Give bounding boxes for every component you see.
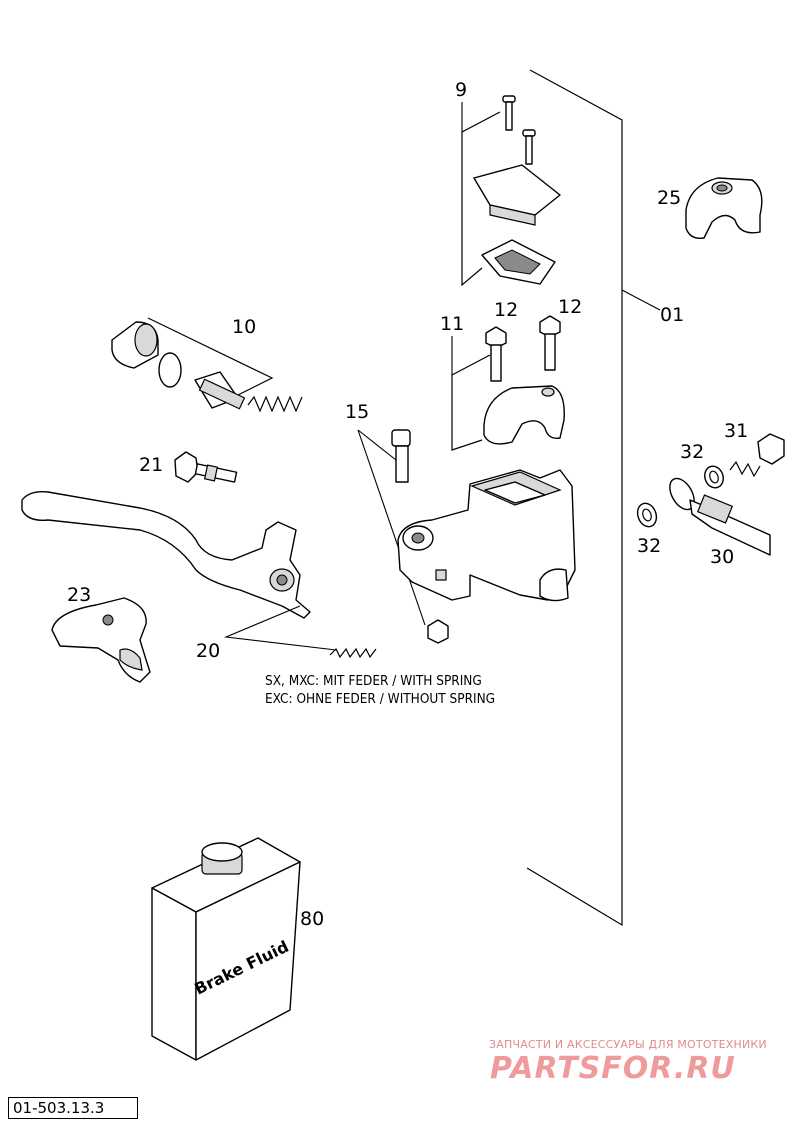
part-25-clamp	[685, 177, 763, 239]
part-11-12-clamp-bolts	[451, 315, 565, 451]
part-31-banjo-bolt	[729, 433, 785, 478]
part-9-reservoir-cap	[461, 95, 561, 287]
spring-note-line-2: EXC: OHNE FEDER / WITHOUT SPRING	[265, 691, 495, 707]
callout-01: 01	[660, 304, 684, 326]
part-32-washers	[636, 465, 724, 528]
callout-11: 11	[440, 313, 464, 335]
part-10-piston-kit	[111, 317, 303, 413]
callout-31: 31	[724, 420, 748, 442]
spring-note-line-1: SX, MXC: MIT FEDER / WITH SPRING	[265, 673, 482, 689]
part-21-adjuster	[174, 451, 238, 483]
part-80-brake-fluid-container: Brake Fluid	[151, 837, 301, 1061]
callout-20: 20	[196, 640, 220, 662]
part-15-pivot-bolt	[357, 429, 449, 644]
callout-23: 23	[67, 584, 91, 606]
callout-80: 80	[300, 908, 324, 930]
master-cylinder-body	[397, 469, 576, 602]
callout-30: 30	[710, 546, 734, 568]
part-20-brake-lever	[21, 490, 377, 659]
watermark-brand: PARTSFOR.RU	[490, 1051, 736, 1086]
callout-12-b: 12	[558, 296, 582, 318]
callout-25: 25	[657, 187, 681, 209]
callout-21: 21	[139, 454, 163, 476]
part-30-brake-line	[669, 477, 771, 556]
watermark-tagline: ЗАПЧАСТИ И АКСЕССУАРЫ ДЛЯ МОТОТЕХНИКИ	[489, 1038, 767, 1051]
diagram-code: 01-503.13.3	[8, 1097, 138, 1119]
callout-9: 9	[455, 79, 467, 101]
part-23-lever-guard	[51, 597, 151, 683]
callout-32-b: 32	[637, 535, 661, 557]
callout-10: 10	[232, 316, 256, 338]
callout-32-a: 32	[680, 441, 704, 463]
callout-12-a: 12	[494, 299, 518, 321]
assembly-bracket-01	[526, 69, 661, 927]
callout-15: 15	[345, 401, 369, 423]
